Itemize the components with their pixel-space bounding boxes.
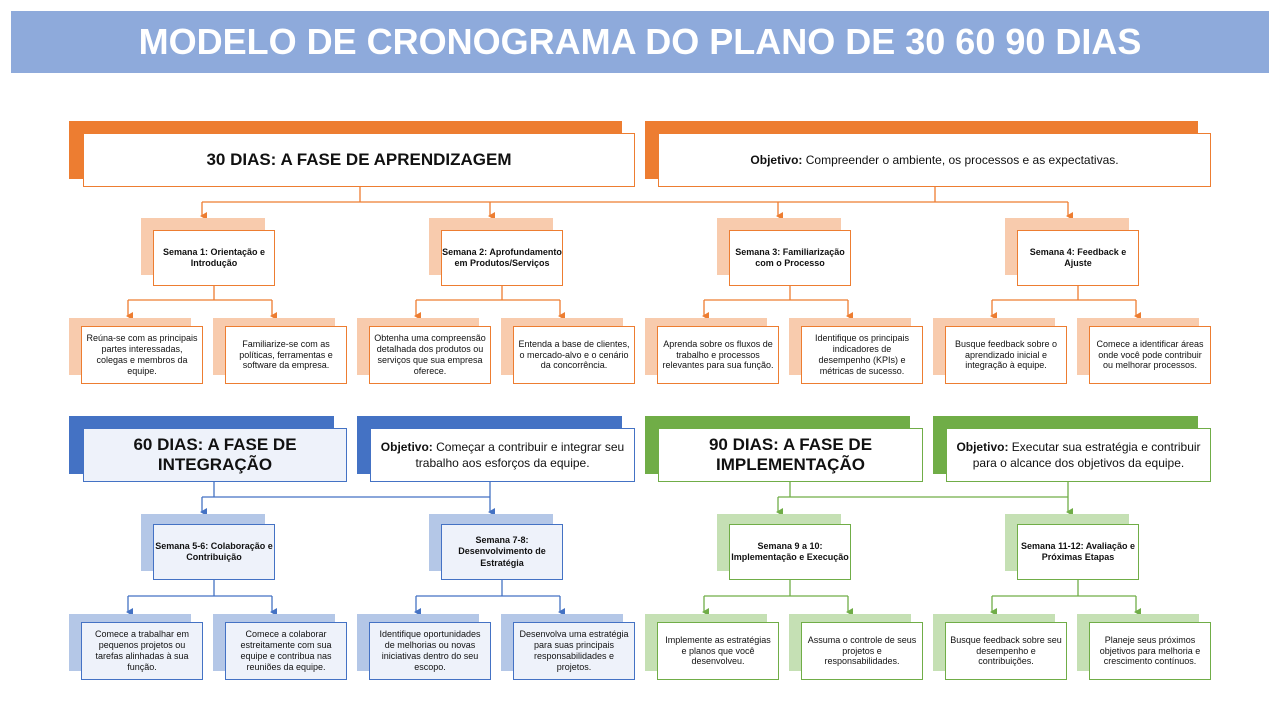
week-4-label: Semana 4: Feedback e Ajuste — [1029, 246, 1127, 268]
week-5-6-box: Semana 5-6: Colaboração e Contribuição — [153, 524, 275, 580]
week-9-10-box: Semana 9 a 10: Implementação e Execução — [729, 524, 851, 580]
week-1-label: Semana 1: Orientação e Introdução — [162, 246, 266, 268]
week-5-6-label: Semana 5-6: Colaboração e Contribuição — [155, 540, 273, 562]
phase-90-objective-label: Objetivo: — [956, 439, 1009, 454]
phase-60-heading: 60 DIAS: A FASE DE INTEGRAÇÃO — [133, 435, 297, 474]
page-title: MODELO DE CRONOGRAMA DO PLANO DE 30 60 9… — [138, 21, 1142, 62]
task-1b: Familiarize-se com as políticas, ferrame… — [239, 338, 333, 371]
week-4-box: Semana 4: Feedback e Ajuste — [1017, 230, 1139, 286]
task-4b-box: Comece a identificar áreas onde você pod… — [1089, 326, 1211, 384]
phase-90-objective: Objetivo: Executar sua estratégia e cont… — [951, 439, 1206, 471]
task-3b-box: Identifique os principais indicadores de… — [801, 326, 923, 384]
phase-30-heading-box: 30 DIAS: A FASE DE APRENDIZAGEM — [83, 133, 635, 187]
task-9b: Assuma o controle de seus projetos e res… — [807, 634, 917, 667]
phase-30-heading: 30 DIAS: A FASE DE APRENDIZAGEM — [206, 150, 512, 169]
week-1-box: Semana 1: Orientação e Introdução — [153, 230, 275, 286]
week-3-label: Semana 3: Familiarização com o Processo — [735, 246, 845, 268]
week-2-label: Semana 2: Aprofundamento em Produtos/Ser… — [442, 246, 562, 268]
task-2a-box: Obtenha uma compreensão detalhada dos pr… — [369, 326, 491, 384]
week-3-box: Semana 3: Familiarização com o Processo — [729, 230, 851, 286]
task-7b-box: Desenvolva uma estratégia para suas prin… — [513, 622, 635, 680]
task-4a: Busque feedback sobre o aprendizado inic… — [954, 338, 1058, 371]
task-9b-box: Assuma o controle de seus projetos e res… — [801, 622, 923, 680]
week-11-12-box: Semana 11-12: Avaliação e Próximas Etapa… — [1017, 524, 1139, 580]
connectors-60 — [126, 482, 565, 616]
title-bar: MODELO DE CRONOGRAMA DO PLANO DE 30 60 9… — [11, 11, 1269, 73]
phase-60-heading-box: 60 DIAS: A FASE DE INTEGRAÇÃO — [83, 428, 347, 482]
week-9-10-label: Semana 9 a 10: Implementação e Execução — [731, 540, 849, 562]
task-9a: Implemente as estratégias e planos que v… — [665, 634, 771, 667]
task-3a-box: Aprenda sobre os fluxos de trabalho e pr… — [657, 326, 779, 384]
task-2b: Entenda a base de clientes, o mercado-al… — [518, 338, 630, 371]
task-1a-box: Reúna-se com as principais partes intere… — [81, 326, 203, 384]
phase-90-heading-box: 90 DIAS: A FASE DE IMPLEMENTAÇÃO — [658, 428, 923, 482]
week-11-12-label: Semana 11-12: Avaliação e Próximas Etapa… — [1021, 540, 1135, 562]
task-1b-box: Familiarize-se com as políticas, ferrame… — [225, 326, 347, 384]
phase-60-objective-label: Objetivo: — [380, 439, 433, 454]
task-11b: Planeje seus próximos objetivos para mel… — [1099, 634, 1201, 667]
phase-30-objective-text: Compreender o ambiente, os processos e a… — [802, 153, 1119, 167]
task-3a: Aprenda sobre os fluxos de trabalho e pr… — [662, 338, 774, 371]
task-7a-box: Identifique oportunidades de melhorias o… — [369, 622, 491, 680]
task-7a: Identifique oportunidades de melhorias o… — [379, 629, 481, 672]
task-5b: Comece a colaborar estreitamente com sua… — [240, 629, 332, 672]
task-4a-box: Busque feedback sobre o aprendizado inic… — [945, 326, 1067, 384]
phase-30-objective-label: Objetivo: — [750, 153, 803, 167]
phase-90-heading: 90 DIAS: A FASE DE IMPLEMENTAÇÃO — [708, 435, 873, 474]
task-9a-box: Implemente as estratégias e planos que v… — [657, 622, 779, 680]
phase-30-objective: Objetivo: Compreender o ambiente, os pro… — [750, 153, 1118, 167]
phase-60-objective: Objetivo: Começar a contribuir e integra… — [375, 439, 630, 471]
task-1a: Reúna-se com as principais partes intere… — [86, 333, 198, 376]
task-5a: Comece a trabalhar em pequenos projetos … — [94, 629, 190, 672]
week-7-8-label: Semana 7-8: Desenvolvimento de Estratégi… — [458, 535, 546, 568]
week-2-box: Semana 2: Aprofundamento em Produtos/Ser… — [441, 230, 563, 286]
task-5b-box: Comece a colaborar estreitamente com sua… — [225, 622, 347, 680]
task-4b: Comece a identificar áreas onde você pod… — [1096, 338, 1204, 371]
phase-90-objective-box: Objetivo: Executar sua estratégia e cont… — [946, 428, 1211, 482]
task-11a: Busque feedback sobre seu desempenho e c… — [950, 634, 1062, 667]
task-2b-box: Entenda a base de clientes, o mercado-al… — [513, 326, 635, 384]
connectors-30 — [126, 187, 1141, 320]
phase-90-objective-text: Executar sua estratégia e contribuir par… — [972, 439, 1201, 470]
task-7b: Desenvolva uma estratégia para suas prin… — [519, 629, 629, 672]
phase-60-objective-text: Começar a contribuir e integrar seu trab… — [415, 439, 625, 470]
task-3b: Identifique os principais indicadores de… — [814, 333, 910, 376]
task-11b-box: Planeje seus próximos objetivos para mel… — [1089, 622, 1211, 680]
connectors-90 — [702, 482, 1141, 616]
task-5a-box: Comece a trabalhar em pequenos projetos … — [81, 622, 203, 680]
task-11a-box: Busque feedback sobre seu desempenho e c… — [945, 622, 1067, 680]
phase-60-objective-box: Objetivo: Começar a contribuir e integra… — [370, 428, 635, 482]
task-2a: Obtenha uma compreensão detalhada dos pr… — [374, 333, 486, 376]
week-7-8-box: Semana 7-8: Desenvolvimento de Estratégi… — [441, 524, 563, 580]
phase-30-objective-box: Objetivo: Compreender o ambiente, os pro… — [658, 133, 1211, 187]
